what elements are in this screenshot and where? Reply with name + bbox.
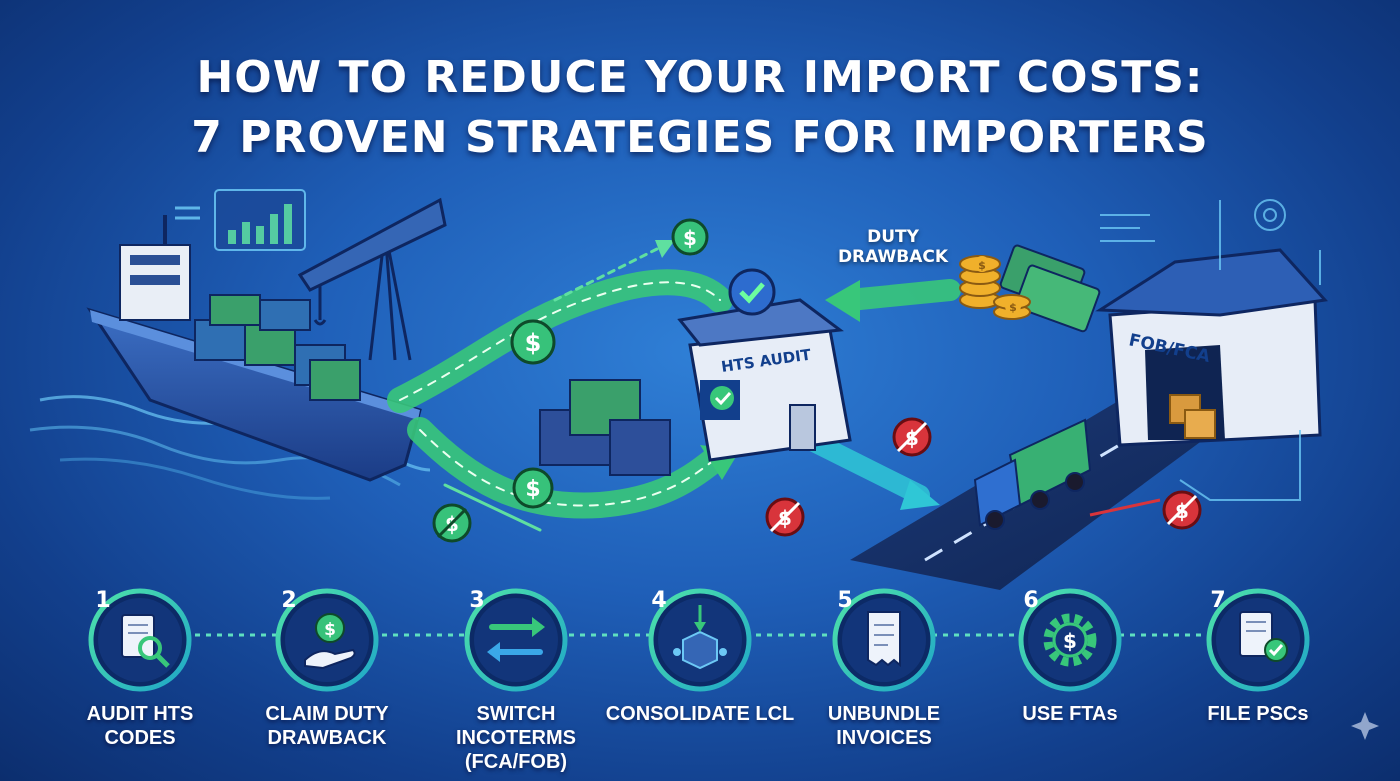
svg-text:$: $	[324, 620, 336, 640]
invoice-icon	[867, 611, 901, 668]
step-3-number: 3	[469, 588, 485, 613]
hts-audit-building: HTS AUDIT	[677, 268, 852, 462]
container-stack	[539, 379, 671, 476]
coin-stack-dollar: $	[974, 256, 990, 272]
dollar-coin-icons: $ $ $ $ $ $ $ $ $	[432, 218, 1202, 543]
step-1-number: 1	[95, 588, 111, 613]
no-cost-coin-icon: $	[892, 417, 932, 457]
step-circles	[88, 588, 1310, 692]
step-7-number: 7	[1210, 588, 1226, 613]
savings-flow-arrows	[387, 243, 961, 532]
step-2-number: 2	[281, 588, 297, 613]
svg-text:$: $	[1063, 629, 1077, 653]
duty-drawback-line-1: DUTY	[867, 227, 919, 247]
gear-dollar-icon: $	[1043, 613, 1097, 667]
svg-text:$: $	[525, 477, 540, 502]
svg-text:$: $	[978, 259, 986, 272]
coin-stack-dollar: $	[1005, 298, 1021, 314]
sparkle-icon	[1351, 712, 1379, 740]
tech-circuit-decor	[1100, 199, 1321, 501]
warehouse-building: FOB/FCA	[1095, 248, 1328, 447]
step-6-number: 6	[1023, 588, 1039, 613]
page-title-line-1: HOW TO REDUCE YOUR IMPORT COSTS:	[196, 52, 1204, 103]
port-crane	[297, 197, 447, 361]
cargo-ship	[86, 215, 422, 482]
step-4-number: 4	[651, 588, 667, 613]
step-3-badge	[464, 588, 568, 692]
red-arrow	[1089, 498, 1161, 517]
no-cost-coin-icon: $	[1162, 490, 1202, 530]
swap-arrows-icon	[487, 617, 545, 662]
blocked-coin-icon: $	[432, 503, 472, 543]
hand-coin-icon: $	[304, 613, 356, 670]
delivery-truck	[973, 418, 1092, 530]
analytics-chart-icon	[175, 189, 306, 251]
savings-coin-icon: $	[671, 218, 709, 256]
step-6-label: USE FTAs	[1022, 703, 1118, 725]
svg-text:$: $	[1009, 301, 1017, 314]
savings-coin-icon: $	[510, 319, 556, 365]
step-5-number: 5	[837, 588, 853, 613]
duty-drawback-label: DUTY DRAWBACK	[808, 227, 978, 267]
consolidate-box-icon	[673, 605, 727, 670]
page-title-line-2: 7 PROVEN STRATEGIES FOR IMPORTERS	[191, 112, 1209, 163]
step-4-label: CONSOLIDATE LCL	[605, 703, 795, 725]
step-1-label: AUDIT HTS CODES	[86, 703, 194, 749]
step-3-label: SWITCH INCOTERMS (FCA/FOB)	[456, 703, 576, 773]
cash-coins-icon	[959, 244, 1101, 333]
no-cost-coin-icon: $	[765, 497, 805, 537]
step-7-label: FILE PSCs	[1207, 703, 1309, 725]
document-magnifier-icon	[121, 614, 170, 668]
document-check-icon	[1239, 611, 1288, 662]
savings-coin-icon: $	[512, 467, 554, 509]
svg-text:$: $	[683, 226, 697, 250]
step-5-label: UNBUNDLE INVOICES	[827, 703, 941, 749]
duty-drawback-line-2: DRAWBACK	[837, 246, 949, 267]
svg-text:$: $	[525, 329, 542, 357]
step-2-label: CLAIM DUTY DRAWBACK	[265, 703, 389, 749]
